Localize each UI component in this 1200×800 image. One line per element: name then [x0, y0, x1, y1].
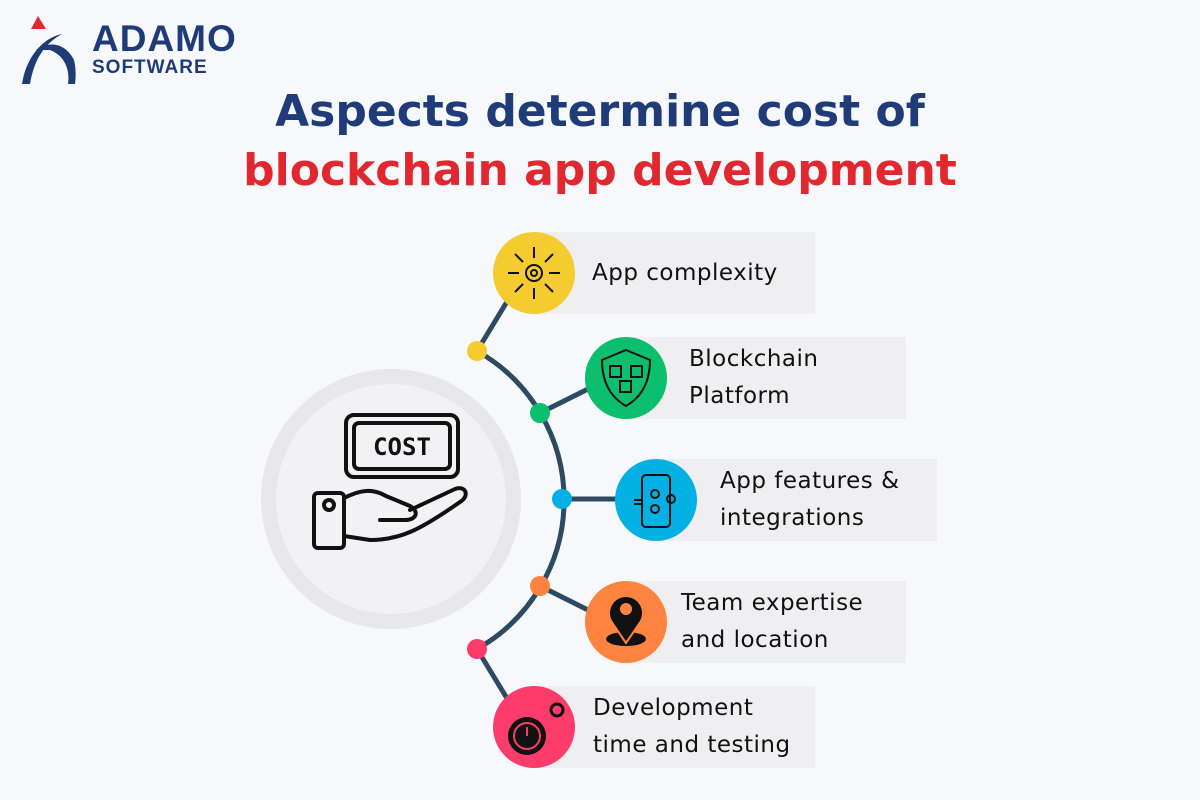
clock-gear-icon [493, 686, 575, 768]
hand-holding-cost-icon: COST [312, 413, 468, 550]
aspect-label: App complexity [592, 259, 778, 286]
aspect-card-app-features: App features &integrations [660, 459, 937, 541]
node-dot [467, 341, 487, 361]
node-dot [552, 489, 572, 509]
node-dot [467, 639, 487, 659]
location-pin-icon [585, 581, 667, 663]
logo-mark-icon [22, 16, 76, 84]
node-dot [530, 576, 550, 596]
aspect-label: App features &integrations [720, 468, 900, 531]
shield-blocks-icon [585, 337, 667, 419]
logo-name: ADAMO [92, 18, 237, 59]
aspect-card-app-complexity: App complexity [536, 232, 815, 314]
page-title-line1: Aspects determine cost of [275, 86, 925, 137]
page-title-line2: blockchain app development [243, 145, 957, 196]
cost-label: COST [373, 433, 431, 461]
phone-gears-icon [615, 459, 697, 541]
node-dot [530, 403, 550, 423]
network-gear-icon [493, 232, 575, 314]
logo-subtitle: SOFTWARE [92, 57, 208, 78]
